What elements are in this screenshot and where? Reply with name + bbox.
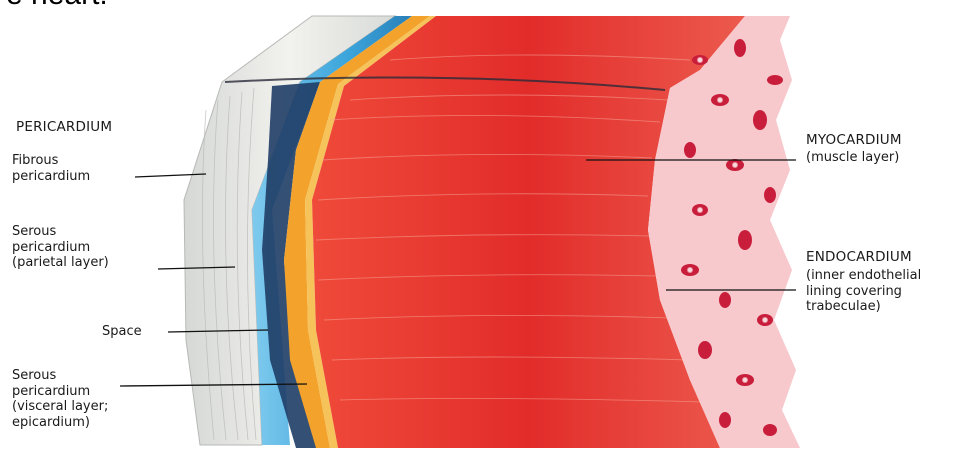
- endocardium-sub: (inner endothelial lining covering trabe…: [806, 268, 921, 315]
- fibrous-pericardium-label: Fibrous pericardium: [12, 153, 90, 184]
- endocardium-title: ENDOCARDIUM: [806, 250, 912, 266]
- pericardium-title: PERICARDIUM: [16, 120, 112, 136]
- serous-visceral-label: Serous pericardium (visceral layer; epic…: [12, 368, 108, 430]
- myocardium-sub: (muscle layer): [806, 150, 899, 166]
- myocardium-title: MYOCARDIUM: [806, 133, 902, 149]
- serous-parietal-label: Serous pericardium (parietal layer): [12, 224, 109, 271]
- space-label: Space: [102, 324, 142, 340]
